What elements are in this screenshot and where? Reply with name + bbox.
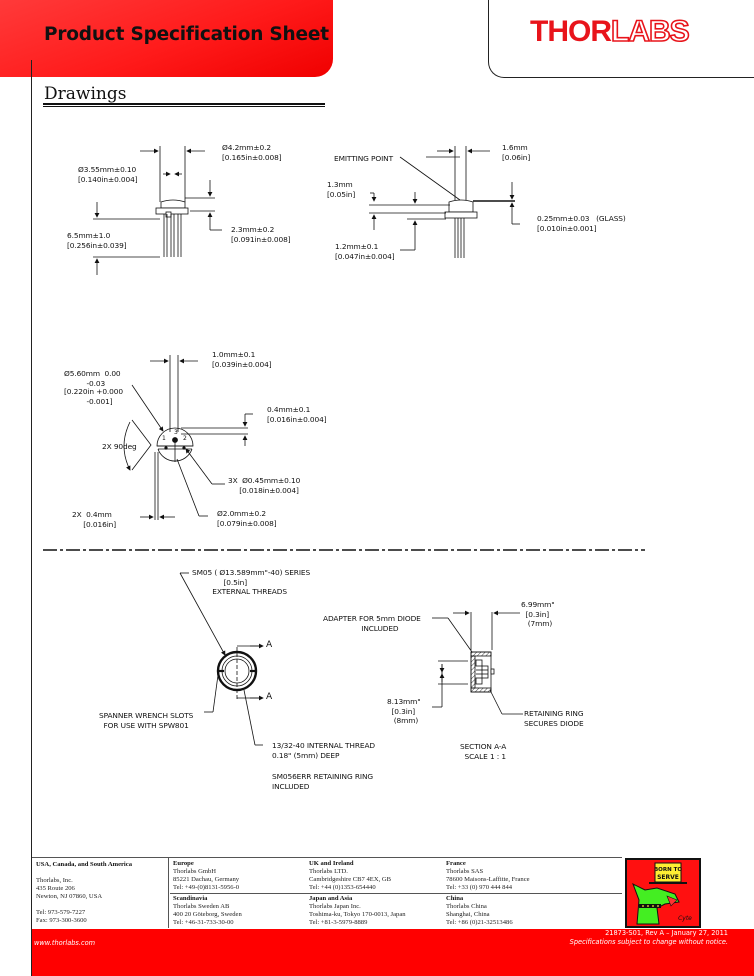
office-line: Newton, NJ 07860, USA [36, 893, 103, 900]
office-line: Thorlabs GmbH [173, 868, 217, 875]
document-info: 21873-S01, Rev A – January 27, 2011 Spec… [570, 929, 728, 946]
dim-can-height: 2.3mm±0.2 [0.091in±0.008] [231, 225, 291, 244]
adapter-front-view [179, 572, 264, 746]
office-europe: Europe Thorlabs GmbH 85221 Dachau, Germa… [173, 860, 239, 892]
office-region: UK and Ireland [309, 860, 354, 867]
dim-key-depth: 0.4mm±0.1 [0.016in±0.004] [267, 405, 327, 424]
dim-flange-diameter: Ø5.60mm 0.00 -0.03 [64, 369, 121, 388]
dim-key-angle: 2X 90deg [102, 442, 137, 451]
office-line: Tel: +46-31-733-30-00 [173, 919, 234, 926]
dim-glass-thickness: 0.25mm±0.03 (GLASS) [0.010in±0.001] [537, 214, 626, 233]
dim-adapter-bore: 8.13mm" [0.3in] (8mm) [387, 697, 421, 725]
retaining-ring-secures-label: RETAINING RING SECURES DIODE [524, 709, 584, 728]
office-line: 85221 Dachau, Germany [173, 876, 240, 883]
dim-window-diameter: Ø3.55mm±0.10 [0.140in±0.004] [78, 165, 138, 184]
logo-box [488, 0, 754, 78]
dim-notch-width: 2X 0.4mm [0.016in] [72, 510, 117, 529]
office-china: China Thorlabs China Shanghai, China Tel… [446, 895, 513, 927]
mascot-sign-bottom: SERVE [657, 874, 679, 881]
office-line: Fax: 973-300-3600 [36, 917, 87, 924]
office-region: Europe [173, 860, 194, 867]
office-france: France Thorlabs SAS 78600 Maisons-Laffit… [446, 860, 530, 892]
office-line: Thorlabs Japan Inc. [309, 903, 361, 910]
pin-label-1: 1 [162, 435, 166, 442]
emitting-point-label: EMITTING POINT [334, 154, 394, 163]
thorlabs-logo: THORLABS [530, 15, 690, 48]
office-line: Shanghai, China [446, 911, 490, 918]
dim-flange-height: 1.2mm±0.1 [0.047in±0.004] [335, 242, 395, 261]
office-region: China [446, 895, 464, 902]
office-line: 435 Route 206 [36, 885, 75, 892]
dim-pin-diameter: 3X Ø0.45mm±0.10 [0.018in±0.004] [228, 476, 301, 495]
office-line: Thorlabs Sweden AB [173, 903, 230, 910]
header-band [0, 0, 333, 77]
office-region: France [446, 860, 466, 867]
office-region: USA, Canada, and South America [36, 861, 132, 868]
dim-emitter-height: 1.3mm [0.05in] [327, 180, 356, 199]
office-line [36, 901, 132, 909]
adapter-included-label: ADAPTER FOR 5mm DIODE INCLUDED [323, 614, 421, 633]
office-line: 78600 Maisons-Laffitte, France [446, 876, 530, 883]
section-aa-caption: SECTION A-A SCALE 1 : 1 [460, 742, 507, 761]
dim-adapter-length: 6.99mm" [0.3in] (7mm) [521, 600, 555, 628]
office-line: Tel: +49-(0)8131-5956-0 [173, 884, 240, 891]
office-line: Tel: +81-3-5979-8889 [309, 919, 368, 926]
pin-label-3: 3 [174, 429, 178, 436]
footer-band [32, 929, 754, 976]
dim-emitter-offset: 1.6mm [0.06in] [502, 143, 531, 162]
section-mark-a-top: A [266, 640, 273, 650]
section-underline [43, 103, 325, 105]
doc-number: 21873-S01, Rev A – January 27, 2011 [605, 929, 728, 937]
office-uk: UK and Ireland Thorlabs LTD. Cambridgesh… [309, 860, 391, 892]
adapter-thread-label: SM05 ( Ø13.589mm"-40) SERIES [0.5in] EXT… [192, 568, 311, 596]
dog-mascot-icon: BORN TO SERVE Cyte [632, 862, 692, 925]
office-line: 400 20 Göteborg, Sweden [173, 911, 242, 918]
office-line: Thorlabs LTD. [309, 868, 348, 875]
born-to-serve-mascot: BORN TO SERVE Cyte [625, 858, 701, 928]
footer-column-divider [168, 858, 169, 928]
pin-label-2: 2 [183, 435, 187, 442]
dim-flange-diameter-in: [0.220in +0.000 -0.001] [64, 387, 123, 406]
left-margin-rule [31, 60, 32, 976]
section-mark-a-bottom: A [266, 692, 273, 702]
office-line: Thorlabs China [446, 903, 487, 910]
dim-pin-length: 6.5mm±1.0 [0.256in±0.039] [67, 231, 127, 250]
page-title: Product Specification Sheet [44, 24, 329, 45]
retaining-ring-included-label: SM056ERR RETAINING RING INCLUDED [272, 772, 374, 791]
office-line: Thorlabs, Inc. [36, 877, 73, 884]
office-line: Tel: +86 (0)21-32513486 [446, 919, 513, 926]
office-region: Scandinavia [173, 895, 208, 902]
section-title: Drawings [44, 84, 127, 104]
mascot-signature: Cyte [678, 915, 692, 922]
office-usa: USA, Canada, and South America Thorlabs,… [36, 861, 132, 925]
side-view-drawing [93, 146, 222, 275]
office-scandinavia: Scandinavia Thorlabs Sweden AB 400 20 Gö… [173, 895, 242, 927]
footer-top-rule [32, 857, 622, 858]
emitter-view-drawing [369, 146, 520, 258]
bottom-view-drawing [123, 355, 253, 520]
logo-part-labs: LABS [610, 15, 690, 48]
office-line: Cambridgeshire CB7 4EX, GB [309, 876, 392, 883]
footer-row-divider [170, 893, 622, 894]
spanner-slots-label: SPANNER WRENCH SLOTS FOR USE WITH SPW801 [99, 711, 194, 730]
dim-pin-circle: Ø2.0mm±0.2 [0.079in±0.008] [217, 509, 277, 528]
office-line: Toshima-ku, Tokyo 170-0013, Japan [309, 911, 406, 918]
office-line: Tel: 973-579-7227 [36, 909, 86, 916]
website-link[interactable]: www.thorlabs.com [34, 939, 96, 947]
office-region: Japan and Asia [309, 895, 353, 902]
office-line: Tel: +33 (0) 970 444 844 [446, 884, 513, 891]
office-line: Thorlabs SAS [446, 868, 484, 875]
office-japan: Japan and Asia Thorlabs Japan Inc. Toshi… [309, 895, 406, 927]
dim-cap-diameter: Ø4.2mm±0.2 [0.165in±0.008] [222, 143, 282, 162]
disclaimer: Specifications subject to change without… [569, 937, 728, 946]
mascot-sign-top: BORN TO [654, 867, 682, 873]
office-line [36, 869, 132, 877]
office-line: Tel: +44 (0)1353-654440 [309, 884, 376, 891]
section-aa-view [432, 610, 523, 715]
dim-key-width: 1.0mm±0.1 [0.039in±0.004] [212, 350, 272, 369]
section-underline-thin [43, 106, 325, 107]
internal-thread-label: 13/32-40 INTERNAL THREAD 0.18" (5mm) DEE… [272, 741, 376, 760]
logo-part-thor: THOR [530, 15, 612, 48]
